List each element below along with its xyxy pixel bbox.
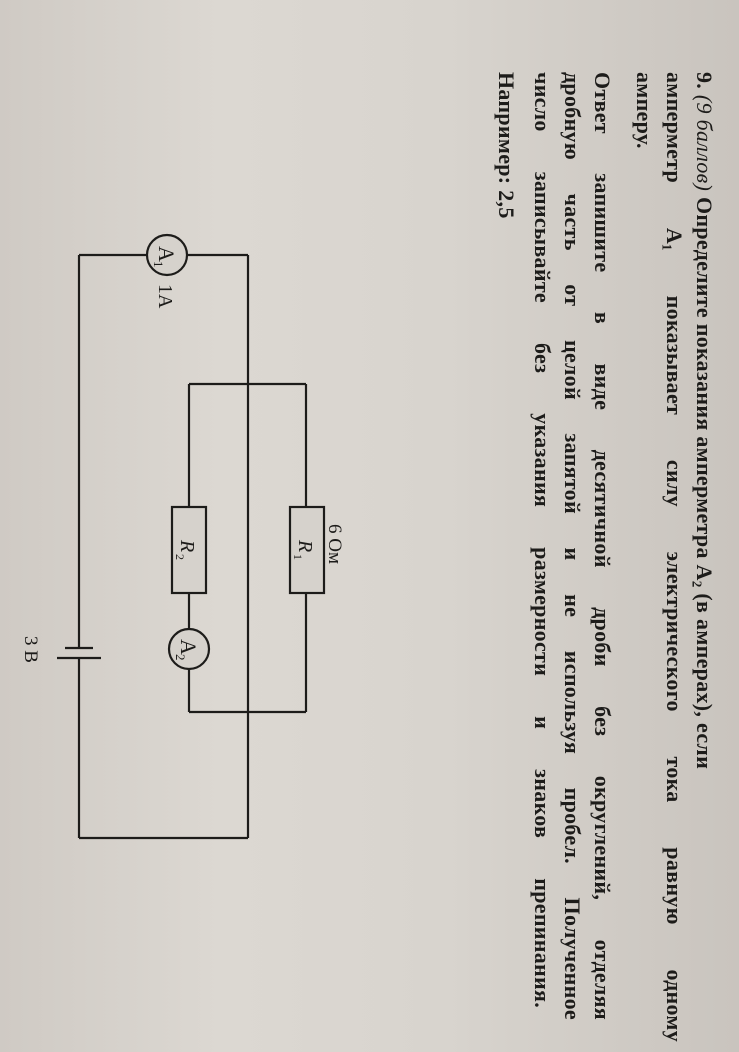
ammeter-a2 bbox=[167, 627, 211, 671]
resistor-r2-sub: 2 bbox=[173, 554, 187, 560]
resistor-r1-sub: 1 bbox=[291, 554, 305, 560]
ammeter-a2-sub: 2 bbox=[173, 654, 188, 661]
ammeter-a2-label: A bbox=[176, 639, 201, 655]
resistor-r1 bbox=[288, 505, 326, 595]
ammeter-a1-label: A bbox=[154, 246, 179, 262]
resistor-r1-label: R bbox=[294, 539, 316, 552]
ammeter-a1-sub: 1 bbox=[151, 261, 166, 268]
battery-value: 3 В bbox=[20, 636, 41, 663]
resistor-r2 bbox=[170, 505, 208, 595]
ammeter-a1 bbox=[145, 233, 189, 277]
resistor-r2-label: R bbox=[176, 539, 198, 552]
resistor-r1-value: 6 Ом bbox=[324, 524, 345, 564]
ammeter-a1-reading: 1А bbox=[154, 284, 176, 309]
